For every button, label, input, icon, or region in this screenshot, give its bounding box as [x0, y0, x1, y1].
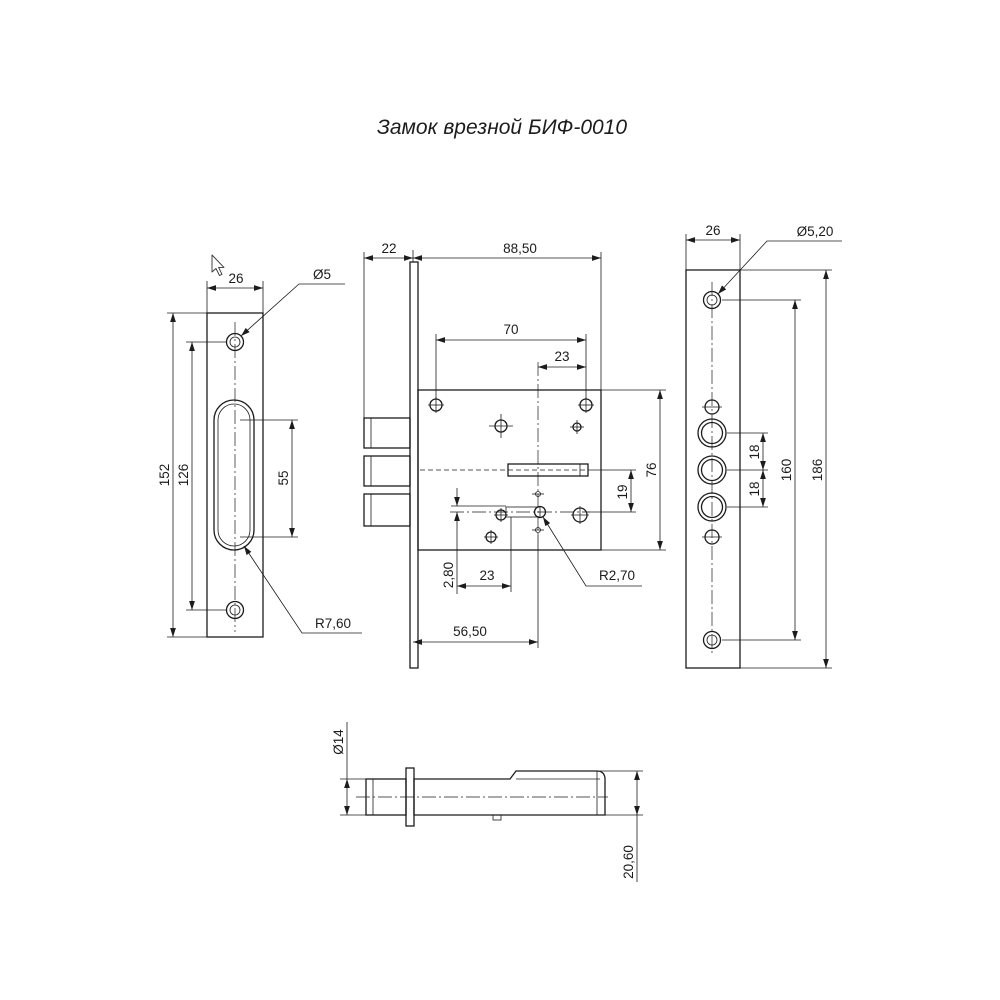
strike-bottom-hole	[225, 600, 245, 620]
strike-plate-view: 26 Ø5 152 126 55 R7,60	[157, 267, 362, 638]
dim-label: 26	[705, 223, 720, 238]
dim-label: 126	[176, 464, 191, 487]
faceplate-front-view: 26 Ø5,20 18 18 160 186	[685, 223, 842, 669]
lock-case-top-view	[413, 770, 606, 816]
key-cam	[505, 506, 541, 518]
faceplate-screw-hole-bottom	[702, 630, 722, 650]
dim-faceplate-width: 26	[685, 223, 741, 270]
strike-slot	[213, 399, 255, 551]
dim-strike-overall-height: 152	[157, 312, 207, 638]
dim-label: 18	[747, 444, 762, 459]
faceplate-screw-hole-bottom-inner	[706, 634, 718, 646]
keyhole	[533, 505, 547, 519]
dim-mounting-hole-spacing: 70	[435, 322, 587, 399]
faceplate-bolt-hole-middle-inner	[700, 458, 724, 482]
dim-key-offset-horizontal: 23	[457, 517, 512, 592]
strike-bottom-hole-inner	[229, 604, 241, 616]
dim-key-offset-vertical: 2,80	[441, 488, 506, 594]
strike-plate-outline	[206, 312, 264, 638]
dim-label: 26	[228, 271, 243, 286]
dim-hole-offset: 23	[538, 349, 586, 370]
deadbolt-middle	[363, 455, 411, 487]
dim-label: 76	[644, 462, 659, 477]
dim-label: Ø14	[331, 729, 346, 755]
dim-label: R7,60	[315, 616, 351, 631]
dim-label: 160	[779, 459, 794, 482]
case-center-mark-upper	[532, 491, 544, 497]
dim-faceplate-hole-spacing: 160	[722, 299, 801, 641]
dim-body-depth: 88,50	[413, 241, 602, 390]
case-center-mark-lower	[532, 527, 544, 533]
deadbolt-bottom	[363, 493, 411, 527]
faceplate-front-outline	[685, 269, 741, 669]
dim-bolt-pitch-upper: 18	[747, 433, 766, 470]
dim-backset: 56,50	[413, 535, 539, 648]
dim-strike-hole-diameter: Ø5	[240, 267, 345, 337]
dim-key-radius: R2,70	[542, 516, 642, 587]
dim-label: 88,50	[503, 241, 537, 256]
dim-label: 19	[615, 484, 630, 499]
deadbolt-top	[363, 417, 411, 449]
strike-top-hole-inner	[229, 336, 241, 348]
dim-label: 23	[554, 349, 569, 364]
dim-label: 23	[479, 568, 494, 583]
dim-bolt-projection: 22	[363, 241, 414, 418]
leader-line	[542, 516, 642, 587]
faceplate-bolt-hole-top-inner	[700, 421, 724, 445]
dim-strike-slot-length: 55	[240, 419, 298, 538]
dim-label: 2,80	[441, 562, 456, 588]
dim-label: 70	[503, 322, 518, 337]
dim-bolt-pitch-lower: 18	[747, 470, 766, 507]
leader-line	[717, 240, 842, 295]
lock-side-view: 22 88,50 70 23 76 19	[363, 241, 666, 669]
faceplate-bolt-hole-top	[697, 418, 727, 448]
cursor-icon	[211, 254, 225, 276]
case-hole-bottom-left	[484, 530, 498, 544]
dim-label: 55	[276, 470, 291, 485]
dim-label: 22	[381, 241, 396, 256]
faceplate-bolt-hole-bottom	[697, 492, 727, 522]
case-hole-key-right	[571, 506, 589, 524]
dim-label: Ø5,20	[797, 224, 834, 239]
case-small-hole-right	[570, 420, 584, 434]
faceplate-bolt-hole-middle	[697, 455, 727, 485]
latch-slot	[507, 463, 589, 477]
faceplate-screw-hole-top-inner	[706, 294, 718, 306]
dim-body-thickness: 20,60	[600, 770, 643, 882]
drawing-title: Замок врезной БИФ-0010	[377, 116, 627, 139]
strike-slot-inner	[217, 403, 251, 547]
case-tab	[492, 814, 502, 821]
dim-body-height: 76	[601, 389, 666, 551]
lock-top-view: Ø14 20,60	[331, 722, 643, 882]
dim-label: 152	[157, 464, 172, 487]
dim-label: 18	[747, 481, 762, 496]
dim-label: 186	[810, 459, 825, 482]
faceplate-bolt-hole-bottom-inner	[700, 495, 724, 519]
dim-latch-to-key: 19	[588, 469, 636, 513]
faceplate-small-hole-lower	[702, 529, 722, 545]
strike-top-hole	[225, 332, 245, 352]
leader-line	[243, 545, 362, 634]
dim-bolt-diameter: Ø14	[331, 722, 366, 816]
dim-label: Ø5	[313, 267, 331, 282]
faceplate-screw-hole-top	[702, 290, 722, 310]
dim-faceplate-overall-height: 186	[740, 269, 832, 669]
dim-label: 20,60	[621, 845, 636, 879]
dim-label: 56,50	[453, 624, 487, 639]
leader-line	[240, 283, 345, 337]
dim-strike-hole-spacing: 126	[176, 341, 226, 611]
dim-label: R2,70	[599, 568, 635, 583]
dim-strike-slot-radius: R7,60	[243, 545, 362, 634]
case-pivot-hole	[489, 414, 513, 438]
faceplate-small-hole-upper	[702, 399, 722, 415]
dim-faceplate-hole-diameter: Ø5,20	[717, 224, 842, 295]
dim-strike-width: 26	[206, 271, 264, 313]
